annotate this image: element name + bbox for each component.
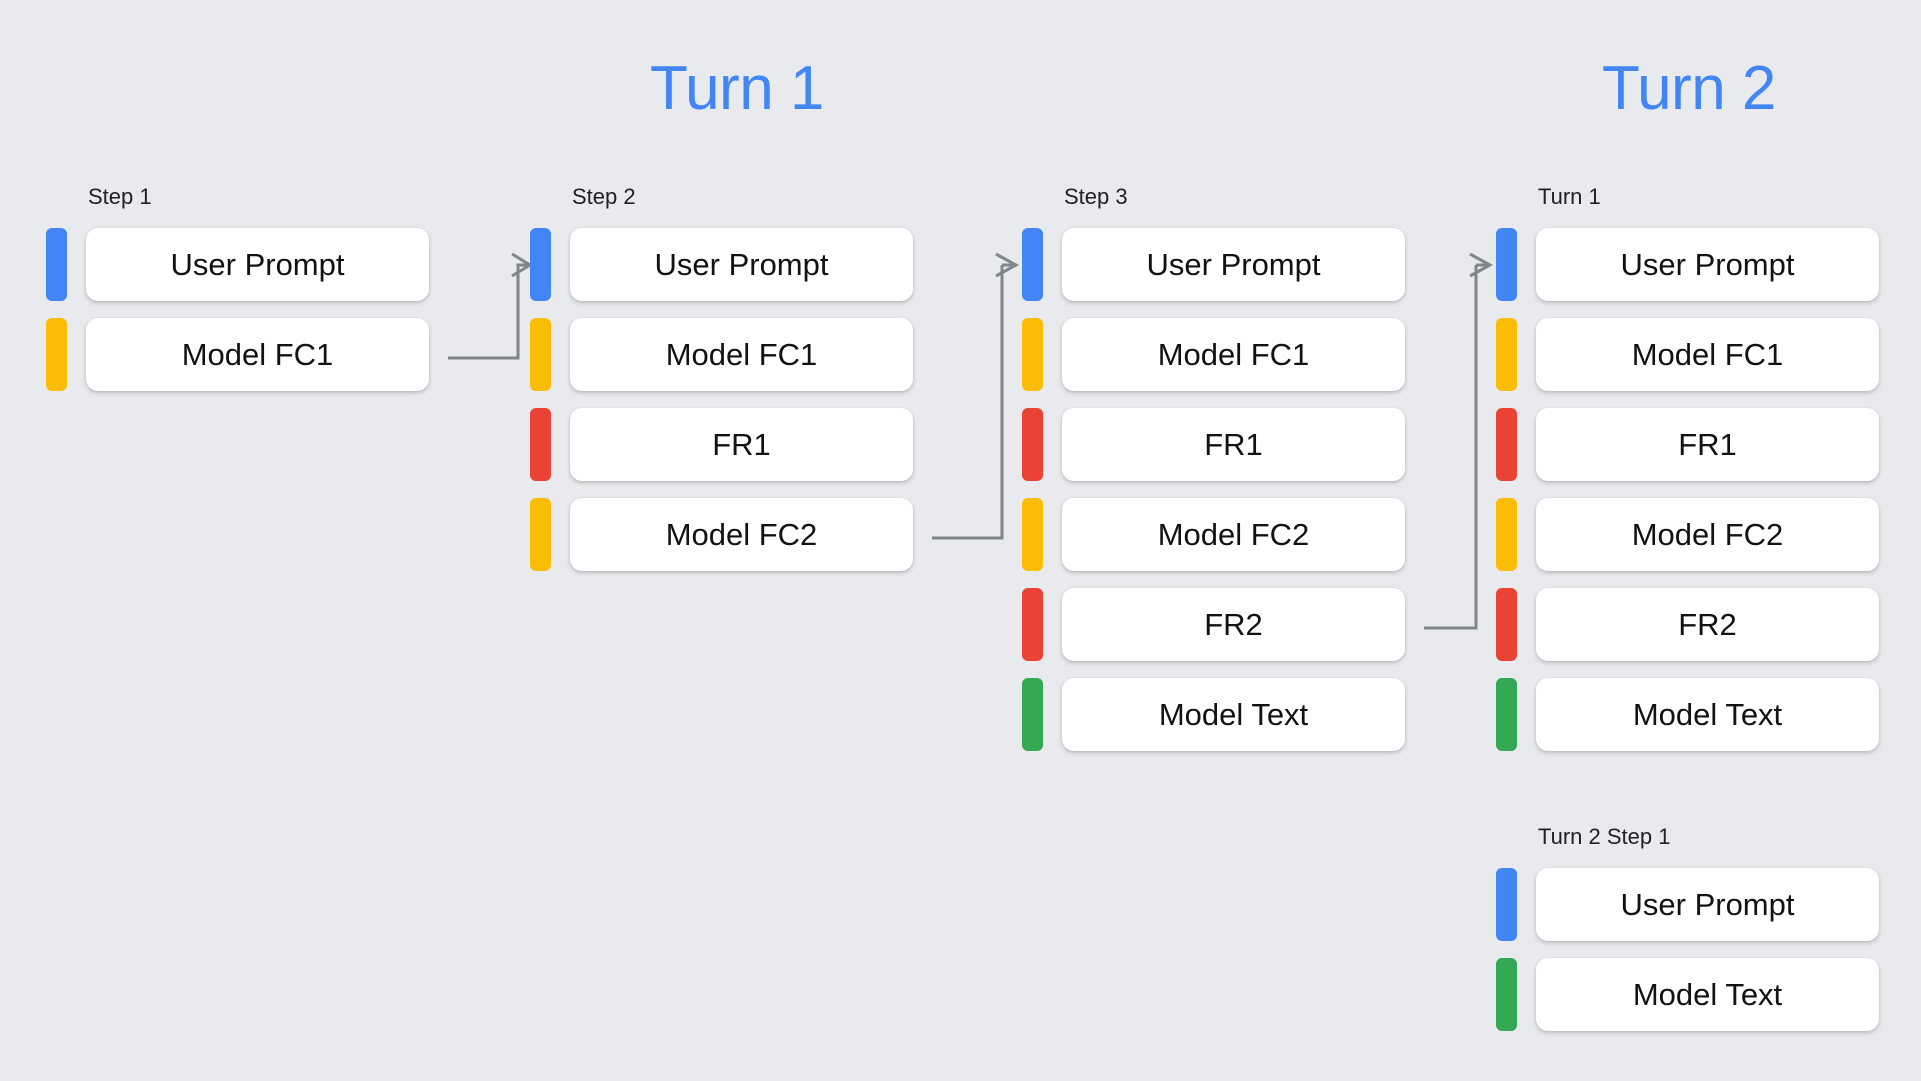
list-item[interactable]: User Prompt	[530, 228, 913, 301]
connector-3-elbow	[1424, 265, 1478, 630]
column-step-2-label: Step 2	[572, 184, 636, 209]
type-bar-model-text	[1496, 958, 1517, 1031]
type-bar-user-prompt	[1496, 868, 1517, 941]
list-item[interactable]: Model FC1	[1496, 318, 1879, 391]
card-user-prompt[interactable]: User Prompt	[570, 228, 913, 301]
type-bar-function-response	[1022, 408, 1043, 481]
column-step-3-label: Step 3	[1064, 184, 1128, 209]
type-bar-function-response	[530, 408, 551, 481]
connector-1-elbow	[448, 265, 520, 360]
list-item[interactable]: FR1	[530, 408, 913, 481]
type-bar-function-response	[1496, 408, 1517, 481]
list-item[interactable]: User Prompt	[1496, 228, 1879, 301]
column-step-3: Step 3 User Prompt Model FC1 FR1 Model F…	[1022, 186, 1405, 751]
card-user-prompt[interactable]: User Prompt	[1536, 228, 1879, 301]
card-model-fc2[interactable]: Model FC2	[1062, 498, 1405, 571]
type-bar-model-fc	[530, 498, 551, 571]
type-bar-user-prompt	[46, 228, 67, 301]
list-item[interactable]: FR1	[1022, 408, 1405, 481]
list-item[interactable]: Model Text	[1022, 678, 1405, 751]
connector-1-path	[448, 265, 520, 360]
turn-2-heading: Turn 2	[1602, 54, 1776, 123]
list-item[interactable]: Model FC1	[530, 318, 913, 391]
card-model-fc2[interactable]: Model FC2	[570, 498, 913, 571]
type-bar-user-prompt	[530, 228, 551, 301]
card-fr2[interactable]: FR2	[1536, 588, 1879, 661]
column-step-2: Step 2 User Prompt Model FC1 FR1 Model F…	[530, 186, 913, 571]
card-model-fc1[interactable]: Model FC1	[1062, 318, 1405, 391]
column-step-1-label: Step 1	[88, 184, 152, 209]
list-item[interactable]: FR1	[1496, 408, 1879, 481]
card-model-text[interactable]: Model Text	[1536, 678, 1879, 751]
card-fr1[interactable]: FR1	[570, 408, 913, 481]
card-user-prompt[interactable]: User Prompt	[86, 228, 429, 301]
column-turn-1-summary-label: Turn 1	[1538, 184, 1601, 209]
card-model-text[interactable]: Model Text	[1062, 678, 1405, 751]
card-user-prompt[interactable]: User Prompt	[1062, 228, 1405, 301]
list-item[interactable]: Model FC1	[1022, 318, 1405, 391]
connector-2-elbow	[932, 265, 1004, 540]
type-bar-model-fc	[1496, 318, 1517, 391]
connector-2-arrowhead	[995, 252, 1020, 278]
card-model-fc1[interactable]: Model FC1	[570, 318, 913, 391]
column-turn-1-summary: Turn 1 User Prompt Model FC1 FR1 Model F…	[1496, 186, 1879, 751]
card-user-prompt[interactable]: User Prompt	[1536, 868, 1879, 941]
card-model-fc1[interactable]: Model FC1	[1536, 318, 1879, 391]
connector-step1-to-step2	[448, 263, 524, 360]
card-fr2[interactable]: FR2	[1062, 588, 1405, 661]
type-bar-user-prompt	[1022, 228, 1043, 301]
column-step-1: Step 1 User Prompt Model FC1	[46, 186, 429, 391]
connector-1-arrowhead	[511, 252, 533, 278]
card-model-fc1[interactable]: Model FC1	[86, 318, 429, 391]
card-model-fc2[interactable]: Model FC2	[1536, 498, 1879, 571]
list-item[interactable]: User Prompt	[46, 228, 429, 301]
list-item[interactable]: Model FC2	[530, 498, 913, 571]
type-bar-model-fc	[46, 318, 67, 391]
card-fr1[interactable]: FR1	[1536, 408, 1879, 481]
type-bar-function-response	[1022, 588, 1043, 661]
list-item[interactable]: User Prompt	[1022, 228, 1405, 301]
type-bar-user-prompt	[1496, 228, 1517, 301]
list-item[interactable]: Model Text	[1496, 678, 1879, 751]
turn-1-heading: Turn 1	[650, 54, 824, 123]
connector-3-arrowhead	[1469, 252, 1494, 278]
type-bar-function-response	[1496, 588, 1517, 661]
card-model-text[interactable]: Model Text	[1536, 958, 1879, 1031]
list-item[interactable]: FR2	[1496, 588, 1879, 661]
list-item[interactable]: User Prompt	[1496, 868, 1879, 941]
list-item[interactable]: Model Text	[1496, 958, 1879, 1031]
type-bar-model-text	[1496, 678, 1517, 751]
type-bar-model-text	[1022, 678, 1043, 751]
list-item[interactable]: Model FC2	[1022, 498, 1405, 571]
type-bar-model-fc	[1022, 498, 1043, 571]
column-turn-2-step-1-label: Turn 2 Step 1	[1538, 824, 1671, 849]
list-item[interactable]: Model FC1	[46, 318, 429, 391]
type-bar-model-fc	[530, 318, 551, 391]
type-bar-model-fc	[1496, 498, 1517, 571]
column-turn-2-step-1: Turn 2 Step 1 User Prompt Model Text	[1496, 826, 1879, 1031]
card-fr1[interactable]: FR1	[1062, 408, 1405, 481]
list-item[interactable]: Model FC2	[1496, 498, 1879, 571]
list-item[interactable]: FR2	[1022, 588, 1405, 661]
type-bar-model-fc	[1022, 318, 1043, 391]
